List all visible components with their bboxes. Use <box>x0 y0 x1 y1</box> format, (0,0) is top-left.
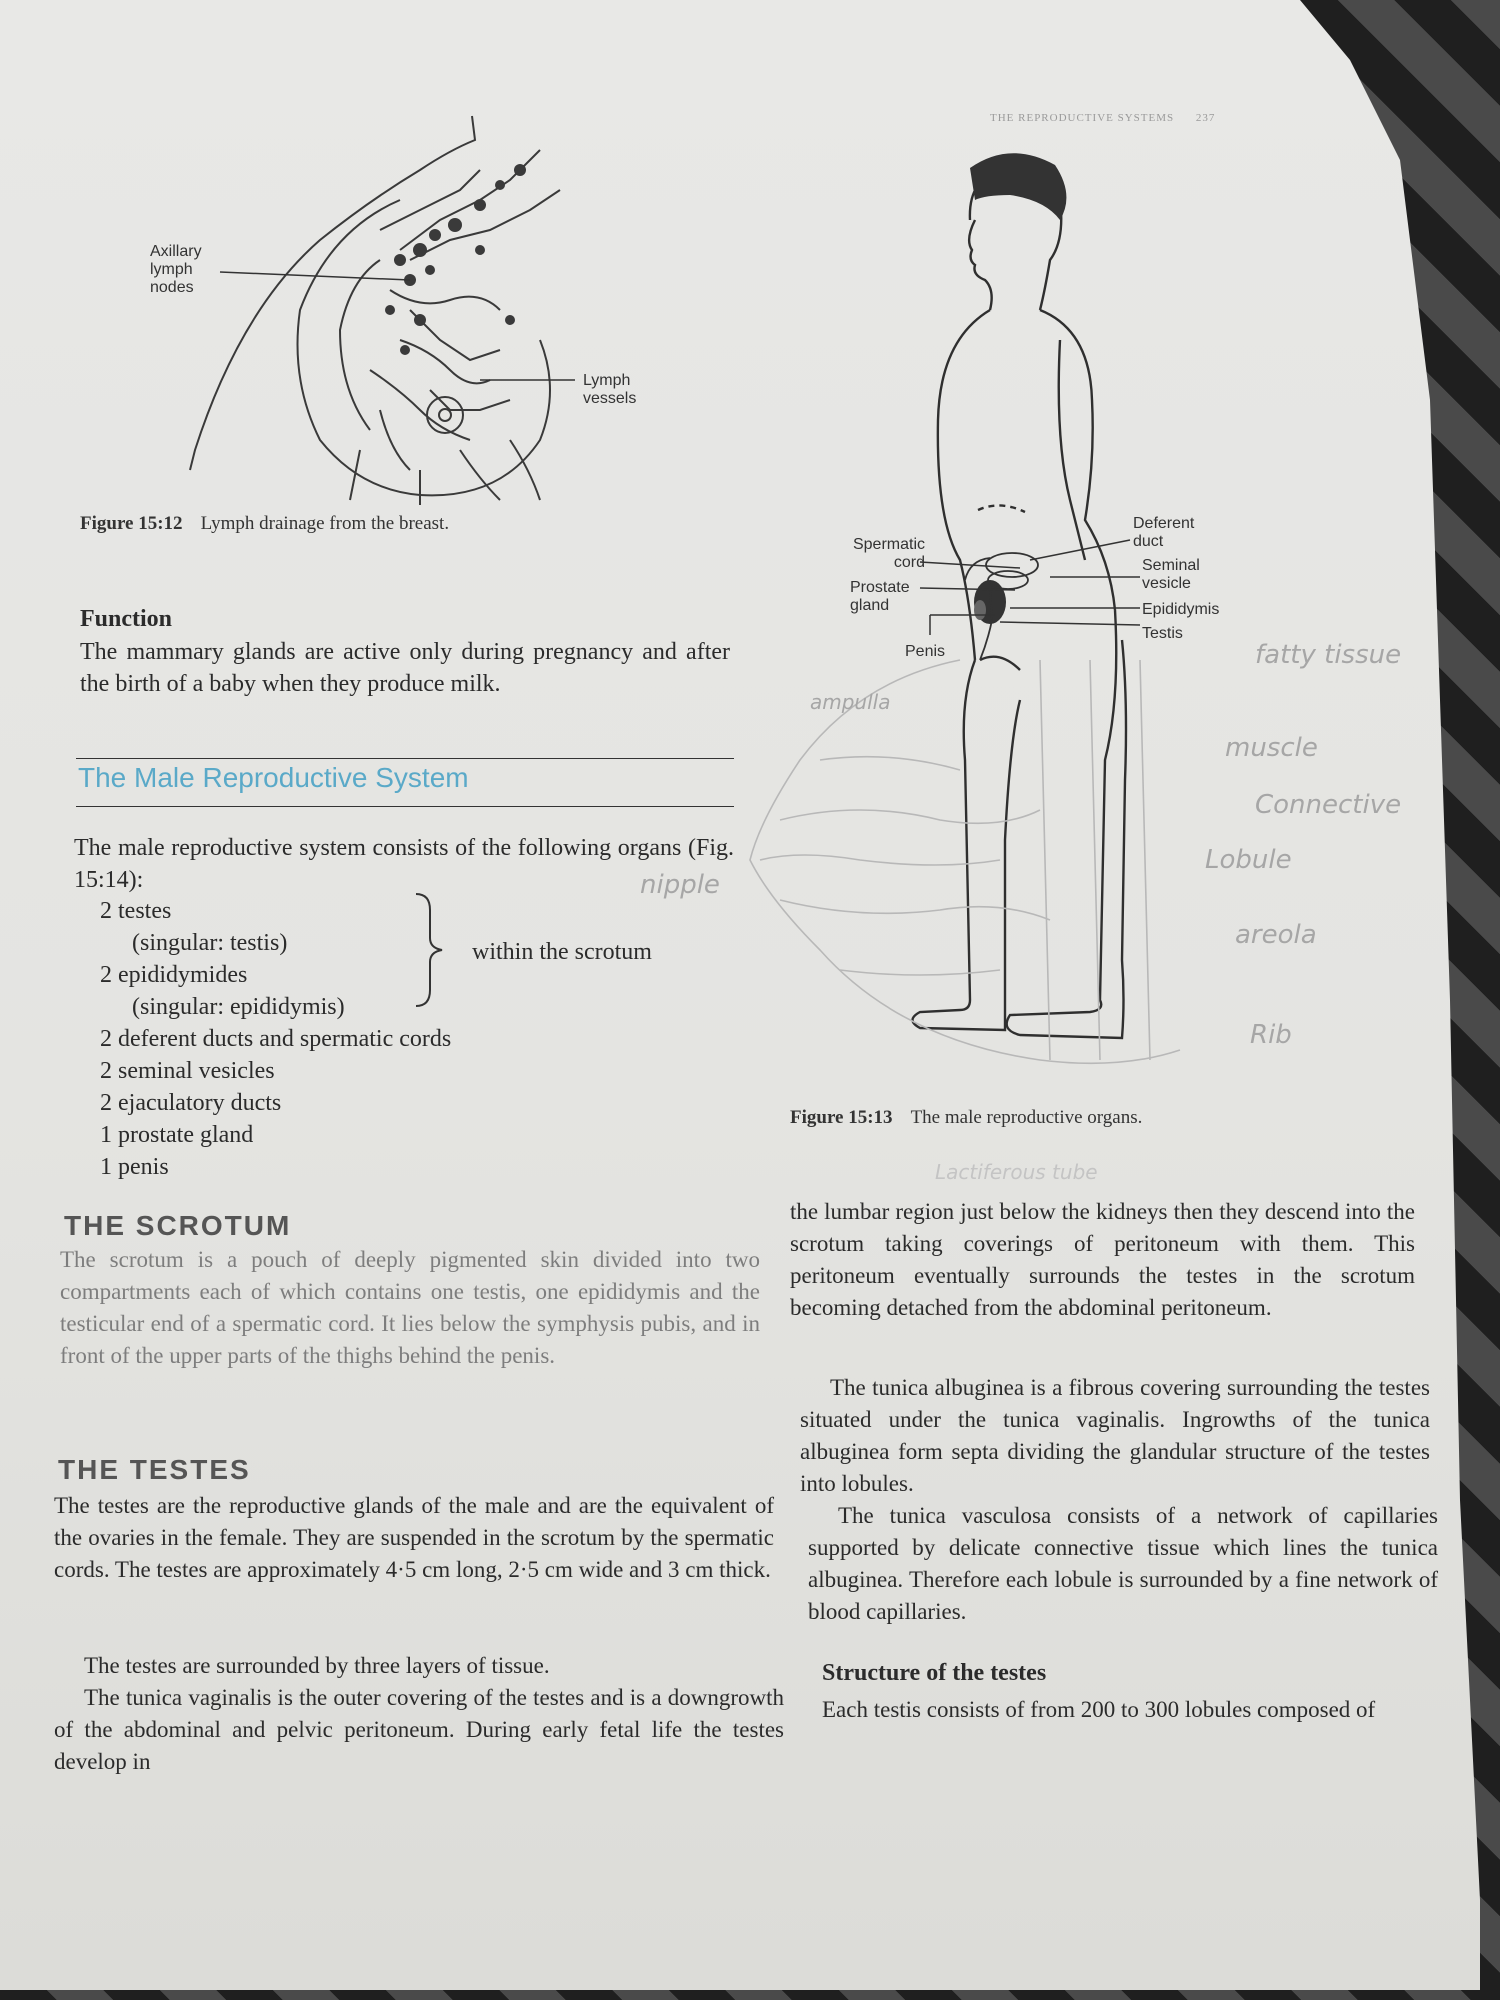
annotation-lactiferous: Lactiferous tube <box>935 1160 1098 1184</box>
annotation-nipple: nipple <box>640 870 720 900</box>
right-paragraph-3: The tunica vasculosa consists of a netwo… <box>808 1503 1438 1624</box>
label-penis: Penis <box>905 643 946 660</box>
label-epididymis: Epididymis <box>1142 601 1220 618</box>
organ-prostate: 1 prostate gland <box>100 1122 254 1148</box>
title-rule-top <box>76 758 734 759</box>
organ-epididymides: 2 epididymides <box>100 962 248 988</box>
organ-deferent-ducts: 2 deferent ducts and spermatic cords <box>100 1026 452 1052</box>
right-paragraph-2: The tunica albuginea is a fibrous coveri… <box>800 1375 1430 1496</box>
testes-paragraph-2: The testes are surrounded by three layer… <box>84 1653 550 1678</box>
label-prostate-gland: Prostate gland <box>850 579 910 614</box>
annotation-lobule: Lobule <box>1205 845 1292 875</box>
figure-13-number: Figure 15:13 <box>790 1107 893 1128</box>
annotation-rib: Rib <box>1250 1020 1292 1050</box>
organ-ejaculatory-ducts: 2 ejaculatory ducts <box>100 1090 282 1116</box>
scrotum-paragraph: The scrotum is a pouch of deeply pigment… <box>60 1247 760 1368</box>
figure-12-number: Figure 15:12 <box>80 513 183 534</box>
annotation-areola: areola <box>1235 920 1317 950</box>
organ-penis: 1 penis <box>100 1154 169 1180</box>
annotation-ampulla: ampulla <box>810 690 891 714</box>
figure-13-caption-text: The male reproductive organs. <box>910 1107 1143 1128</box>
annotation-connective: Connective <box>1255 790 1402 820</box>
label-axillary-lymph-nodes: Axillary lymph nodes <box>150 243 202 296</box>
figure-12-caption-text: Lymph drainage from the breast. <box>200 513 450 534</box>
organ-seminal-vesicles: 2 seminal vesicles <box>100 1058 275 1084</box>
label-deferent-duct: Deferent duct <box>1133 515 1195 550</box>
organ-testes: 2 testes <box>100 898 172 924</box>
pencil-breast-sketch <box>749 659 1181 1065</box>
scrotum-heading: THE SCROTUM <box>64 1210 292 1241</box>
label-testis: Testis <box>1142 625 1183 642</box>
testes-paragraph-1: The testes are the reproductive glands o… <box>54 1493 774 1582</box>
running-title: THE REPRODUCTIVE SYSTEMS <box>990 112 1175 124</box>
page-number: 237 <box>1195 112 1216 124</box>
annotation-fatty-tissue: fatty tissue <box>1255 640 1402 670</box>
label-spermatic-cord: Spermatic cord <box>852 536 925 571</box>
label-lymph-vessels: Lymph vessels <box>583 372 637 407</box>
breast-lymph-drawing <box>189 115 575 505</box>
function-heading: Function <box>80 606 173 632</box>
organ-list: 2 testes (singular: testis) 2 epididymid… <box>100 895 451 1183</box>
label-seminal-vesicle: Seminal vesicle <box>1142 557 1200 592</box>
structure-heading: Structure of the testes <box>822 1660 1047 1686</box>
title-rule-bottom <box>76 806 734 807</box>
structure-paragraph: Each testis consists of from 200 to 300 … <box>822 1697 1376 1722</box>
right-paragraph-1: the lumbar region just below the kidneys… <box>790 1199 1415 1320</box>
section-title: The Male Reproductive System <box>78 762 469 793</box>
within-scrotum-label: within the scrotum <box>472 939 652 965</box>
figure-13-caption: Figure 15:13 The male reproductive organs… <box>790 1107 1142 1129</box>
male-system-intro: The male reproductive system consists of… <box>74 835 734 893</box>
organ-testes-singular: (singular: testis) <box>132 930 288 956</box>
brace-icon <box>415 893 443 1007</box>
organ-epididymides-singular: (singular: epididymis) <box>132 994 345 1020</box>
running-header: THE REPRODUCTIVE SYSTEMS 237 <box>990 112 1215 124</box>
function-paragraph: The mammary glands are active only durin… <box>80 639 730 697</box>
figure-12-caption: Figure 15:12 Lymph drainage from the brea… <box>80 513 449 535</box>
figure-13-leader-lines <box>919 539 1140 635</box>
testes-heading: THE TESTES <box>58 1454 251 1485</box>
male-figure-drawing <box>911 153 1128 1040</box>
testes-paragraph-3: The tunica vaginalis is the outer coveri… <box>54 1685 784 1774</box>
annotation-muscle: muscle <box>1225 733 1318 763</box>
